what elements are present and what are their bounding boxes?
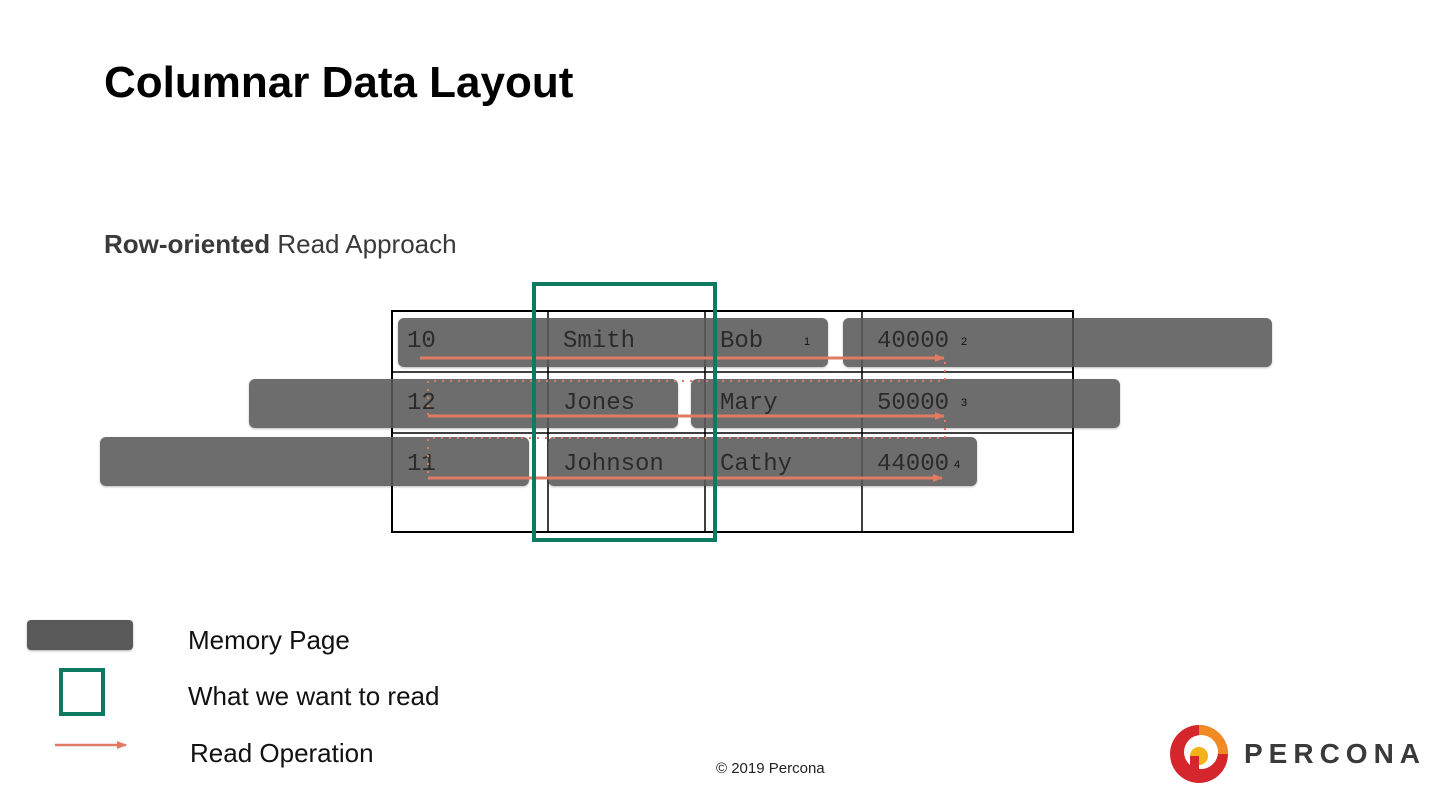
memory-page-3 bbox=[249, 379, 678, 428]
legend-memory-page-label: Memory Page bbox=[188, 625, 350, 655]
want-to-read-highlight bbox=[532, 282, 717, 542]
cell-id: 12 bbox=[407, 390, 436, 417]
cell-first-name: Mary bbox=[720, 390, 778, 417]
cell-salary: 50000 bbox=[877, 390, 950, 417]
cell-last-name: Jones bbox=[563, 390, 636, 417]
brand-wordmark: PERCONA bbox=[1244, 738, 1427, 769]
legend-memory-page-swatch bbox=[27, 620, 133, 650]
read-return-path bbox=[427, 420, 946, 476]
read-step-number: 2 bbox=[961, 336, 968, 348]
cell-first-name: Bob bbox=[720, 328, 764, 355]
read-step-number: 4 bbox=[954, 459, 961, 471]
percona-logo-icon bbox=[1170, 725, 1228, 783]
legend-highlight-swatch bbox=[59, 668, 105, 716]
read-return-path bbox=[427, 362, 946, 415]
subtitle-bold: Row-oriented bbox=[104, 229, 271, 259]
cell-salary: 44000 bbox=[877, 451, 950, 478]
cell-id: 10 bbox=[407, 328, 436, 355]
cell-first-name: Cathy bbox=[720, 451, 793, 478]
read-step-number: 1 bbox=[804, 336, 811, 348]
subtitle-rest: Read Approach bbox=[270, 229, 457, 259]
memory-page-4 bbox=[691, 379, 1120, 428]
cell-salary: 40000 bbox=[877, 328, 950, 355]
copyright-footer: © 2019 Percona bbox=[716, 760, 825, 777]
read-step-number: 3 bbox=[961, 397, 968, 409]
cell-id: 11 bbox=[407, 451, 436, 478]
legend-want-to-read-label: What we want to read bbox=[188, 681, 440, 711]
slide-title: Columnar Data Layout bbox=[104, 58, 574, 107]
cell-last-name: Johnson bbox=[563, 451, 664, 478]
slide-subtitle: Row-oriented Read Approach bbox=[104, 229, 457, 260]
legend-read-operation-label: Read Operation bbox=[190, 738, 374, 768]
cell-last-name: Smith bbox=[563, 328, 636, 355]
